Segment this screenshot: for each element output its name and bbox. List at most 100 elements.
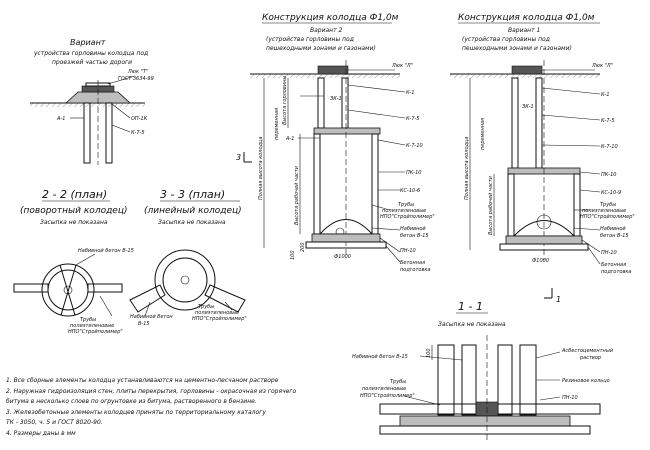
sec11-label-ring: Резиновое кольцо <box>562 378 610 384</box>
mid-d200: 200 <box>300 242 306 252</box>
sec22-note: Засыпка не показана <box>40 219 108 226</box>
road-label-op: ОП-1К <box>131 116 148 122</box>
mid-label-pipe3: НПО"Стройполимер" <box>380 214 435 220</box>
mid-v1: Полная высота колодца <box>258 137 264 200</box>
mid-title: Конструкция колодца Ф1,0м <box>262 13 399 23</box>
sec11-label-asb2: раствор <box>579 355 601 361</box>
right-v1: Полная высота колодца <box>464 137 470 200</box>
sec11-note: Засыпка не показана <box>438 321 506 328</box>
mid-label-prep1: Бетонная <box>400 260 425 266</box>
mid-label-beton1: Набивной <box>400 226 426 232</box>
sec11-label-d100: 100 <box>426 348 432 358</box>
right-sec1: 1 <box>556 295 561 304</box>
sec11-label-pipe2: полиэтиленовые <box>362 386 406 392</box>
section-1-1: 1 - 1 Засыпка не показана Набивной бетон… <box>352 300 614 440</box>
right-variant: Вариант 1 <box>508 27 540 34</box>
mid-label-k710: К-7-10 <box>406 143 423 149</box>
sec33-label-pipe1: Трубы <box>198 304 214 310</box>
road-variant-detail: Вариант устройства горловины колодца под… <box>30 38 154 165</box>
sec22-subtitle: (поворотный колодец) <box>20 206 127 216</box>
sec22-label-pipe2: полиэтиленовые <box>70 323 114 329</box>
right-title: Конструкция колодца Ф1,0м <box>458 13 595 23</box>
note-3: битума в несколько слоев по огрунтовке и… <box>6 398 257 405</box>
right-label-k1: К-1 <box>601 92 610 98</box>
mid-label-k75: К-7-5 <box>406 116 420 122</box>
sec33-label-beton1: Набивной бетон <box>130 314 173 320</box>
mid-label-kc: КС-10-6 <box>400 188 420 194</box>
mid-sec3: 3 <box>236 153 241 162</box>
right-label-dia: Ф1000 <box>532 258 549 264</box>
mid-v2: Высота горловины <box>282 76 288 125</box>
sec11-label-pipe3: НПО"Стройполимер" <box>360 393 415 399</box>
right-label-pipe3: НПО"Стройполимер" <box>580 214 635 220</box>
right-label-prep1: Бетонная <box>601 262 626 268</box>
mid-label-dia: Ф1000 <box>334 254 351 260</box>
mid-label-pn10: ПН-10 <box>400 248 416 254</box>
right-label-pipe1: Трубы <box>600 202 616 208</box>
note-6: 4. Размеры даны в мм <box>6 430 76 437</box>
note-4: 3. Железобетонные элементы колодцев прин… <box>6 409 266 416</box>
well-variant-1: Конструкция колодца Ф1,0м Вариант 1 (уст… <box>450 13 635 304</box>
sec22-label-pipe1: Трубы <box>80 317 96 323</box>
mid-variant: Вариант 2 <box>310 27 343 34</box>
mid-label-luk: Люк "Л" <box>391 63 413 69</box>
right-v4: переменная <box>480 118 486 150</box>
mid-label-a1: А-1 <box>285 136 294 142</box>
sec33-title: 3 - 3 (план) <box>160 188 225 201</box>
mid-label-k1: К-1 <box>406 90 415 96</box>
note-5: ТК - 3050, ч. 5 и ГОСТ 8020-90. <box>6 419 103 426</box>
road-label-k75: К-7-5 <box>131 130 145 136</box>
right-label-pipe2: полиэтиленовые <box>582 208 626 214</box>
right-label-zk1: ЗК-1 <box>522 104 534 110</box>
sec11-label-asb1: Асбестоцементный <box>561 348 614 354</box>
right-label-kc: КС-10-9 <box>601 190 621 196</box>
road-label-a1: А-1 <box>56 116 65 122</box>
mid-label-pipe2: полиэтиленовые <box>382 208 426 214</box>
sec22-label-beton: Набивной бетон В-15 <box>78 248 134 254</box>
note-1: 1. Все сборные элементы колодца устанавл… <box>6 377 279 384</box>
mid-label-zk1: ЗК-1 <box>330 96 342 102</box>
sec11-title: 1 - 1 <box>458 300 483 313</box>
mid-label-pk10: ПК-10 <box>406 170 421 176</box>
sec22-label-pipe3: НПО"Стройполимер" <box>68 329 123 335</box>
road-label-gost: ГОСТ 3634-99 <box>118 76 154 82</box>
sec22-title: 2 - 2 (план) <box>42 188 107 201</box>
road-variant-title: Вариант <box>70 38 106 47</box>
sec33-note: Засыпка не показана <box>158 219 226 226</box>
road-variant-sub2: проезжей частью дороги <box>52 59 132 66</box>
sec33-label-beton2: В-15 <box>138 321 150 327</box>
right-label-pk10: ПК-10 <box>601 172 616 178</box>
sec33-label-pipe2: полиэтиленовые <box>195 310 239 316</box>
mid-v4: переменная <box>274 108 280 140</box>
sec33-subtitle: (линейный колодец) <box>144 206 242 216</box>
right-label-k75: К-7-5 <box>601 118 615 124</box>
right-label-luk: Люк "Л" <box>591 63 613 69</box>
mid-label-pipe1: Трубы <box>398 202 414 208</box>
well-variant-2: Конструкция колодца Ф1,0м Вариант 2 (уст… <box>236 13 435 273</box>
right-label-k710: К-7-10 <box>601 144 618 150</box>
general-notes: 1. Все сборные элементы колодца устанавл… <box>6 377 296 437</box>
right-sub2: пешеходными зонами и газонами) <box>462 45 572 52</box>
section-3-3-plan: 3 - 3 (план) (линейный колодец) Засыпка … <box>129 188 247 327</box>
right-label-beton2: бетон В-15 <box>600 233 629 239</box>
mid-v3: Высота рабочей части <box>294 165 300 225</box>
section-2-2-plan: 2 - 2 (план) (поворотный колодец) Засыпк… <box>13 188 134 335</box>
road-variant-sub1: устройства горловины колодца под <box>33 50 148 57</box>
right-label-pn10: ПН-10 <box>601 250 617 256</box>
mid-sub2: пешеходными зонами и газонами) <box>266 45 376 52</box>
sec11-label-pipe1: Трубы <box>390 379 406 385</box>
mid-d100: 100 <box>290 250 296 260</box>
road-label-luk: Люк "Т" <box>127 69 148 75</box>
sec11-label-pn10: ПН-10 <box>562 395 578 401</box>
mid-label-beton2: бетон В-15 <box>400 233 429 239</box>
sec33-label-pipe3: НПО"Стройполимер" <box>192 316 247 322</box>
sec11-label-beton: Набивной бетон В-15 <box>352 354 408 360</box>
right-sub1: (устройства горловины под <box>462 36 550 43</box>
mid-sub1: (устройства горловины под <box>266 36 354 43</box>
mid-label-prep2: подготовка <box>400 267 430 273</box>
right-label-beton1: Набивной <box>600 226 626 232</box>
note-2: 2. Наружная гидроизоляция стен, плиты пе… <box>6 388 296 395</box>
right-v3: Высота рабочей части <box>488 175 494 235</box>
right-label-prep2: подготовка <box>601 269 631 275</box>
